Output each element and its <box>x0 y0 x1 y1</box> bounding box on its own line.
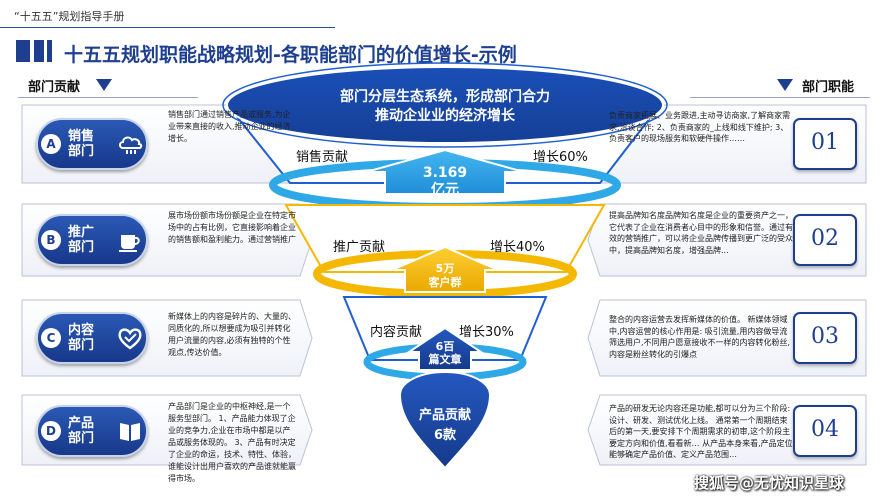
badge-name: 销售 部门 <box>68 129 95 159</box>
funnel-level-2-left-label: 推广贡献 <box>333 240 386 255</box>
funnel-level-2-right-label: 增长40% <box>490 240 545 255</box>
funnel-arrow-1 <box>365 148 525 195</box>
section-right-divider <box>690 97 870 98</box>
funnel-top-title-line2: 推动企业业的经济增长 <box>375 108 515 124</box>
section-left-divider <box>18 97 198 98</box>
dept-content-contribution: 新媒体上的内容是碎片的、大量的、同质化的,所以想要成为吸引并转化用户流量的内容,… <box>168 312 296 357</box>
funnel-arrow-2 <box>391 245 499 293</box>
funnel-top-title: 部门分层生态系统，形成部门合力 推动企业业的经济增长 <box>275 88 615 126</box>
funnel-top-title-line1: 部门分层生态系统，形成部门合力 <box>340 89 550 105</box>
cup-icon <box>119 235 140 252</box>
badge-name: 内容 部门 <box>68 323 95 353</box>
section-right-arrow-icon <box>777 79 793 91</box>
funnel-level-3-left-label: 内容贡献 <box>370 325 423 340</box>
dept-content-function: 整合的内容运营去发挥新媒体的价值。 新媒体领域中,内容运营的核心作用是: 吸引流… <box>609 315 791 359</box>
dept-badge-promotion: B 推广 部门 <box>36 214 148 266</box>
page-title: 十五五规划职能战略规划-各职能部门的价值增长-示例 <box>64 44 517 66</box>
dept-product-contribution: 产品部门是企业的中枢神经,是一个服务型部门。 1、产品能力体现了企业的竞争力,企… <box>168 402 296 483</box>
dept-content-number: 03 <box>793 312 857 364</box>
dept-badge-product: D 产品 部门 <box>36 405 148 457</box>
funnel-level-3-right-label: 增长30% <box>459 325 514 340</box>
funnel-arrow-1-text: 3.169 亿元 <box>422 165 468 198</box>
book-icon <box>120 423 140 441</box>
dept-promotion-number: 02 <box>793 214 857 266</box>
badge-name: 推广 部门 <box>68 225 95 255</box>
dept-badge-sales: A 销售 部门 <box>36 118 148 170</box>
badge-letter: A <box>41 134 61 154</box>
badge-letter: C <box>41 328 61 348</box>
section-label-right: 部门职能 <box>802 80 855 95</box>
dept-sales-function: 负责商家拓展、业务跟进,主动寻访商家,了解商家需求,洽谈合作; 2、负责商家的_… <box>609 111 791 143</box>
dept-sales-number: 01 <box>793 118 857 170</box>
dept-promotion-contribution: 展市场份额市场份额是企业在特定市场中的占有比例，它直接影响着企业的销售额和盈利能… <box>168 211 296 244</box>
cloud-icon <box>119 136 143 154</box>
document-label: “十五五”规划指导手册 <box>14 10 125 23</box>
header-divider <box>0 27 335 28</box>
funnel-level-1-right-label: 增长60% <box>533 150 588 165</box>
dept-promotion-function: 提高品牌知名度品牌知名度是企业的重要资产之一，它代表了企业在消费者心目中的形象和… <box>609 211 793 255</box>
funnel-top-ellipse <box>226 66 664 144</box>
dept-product-function: 产品的研发无论内容还是功能,都可以分为三个阶段:设计、研发、测试优化上线。 通常… <box>609 404 793 459</box>
funnel-arrow-3-text: 6百 篇文章 <box>428 340 462 366</box>
badge-letter: D <box>41 421 61 441</box>
dept-badge-content: C 内容 部门 <box>36 312 148 364</box>
badge-letter: B <box>41 230 61 250</box>
heart-icon <box>118 328 142 350</box>
badge-name: 产品 部门 <box>68 416 95 446</box>
funnel-arrow-3 <box>405 326 485 371</box>
funnel-level-1-left-label: 销售贡献 <box>296 150 349 165</box>
dept-sales-contribution: 销售部门通过销售产品或服务,为企业带来直接的收入,推动企业的经济增长。 <box>168 110 291 143</box>
funnel-bottom-text: 产品贡献 6款 <box>418 408 471 443</box>
watermark-text: 搜狐号@无忧知识星球 <box>694 474 845 492</box>
funnel-bottom-drop <box>398 370 492 470</box>
section-left-arrow-icon <box>96 79 112 91</box>
dept-product-number: 04 <box>793 405 857 457</box>
section-label-left: 部门贡献 <box>28 80 81 95</box>
funnel-arrow-2-text: 5万 客户群 <box>428 262 462 289</box>
